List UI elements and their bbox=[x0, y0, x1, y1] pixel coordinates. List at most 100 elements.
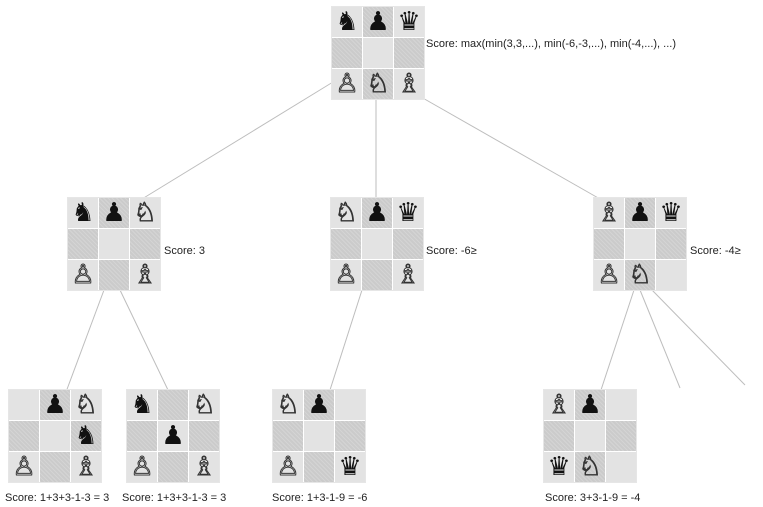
board-square: ♟ bbox=[625, 198, 655, 228]
board-square bbox=[332, 38, 362, 68]
board-square: ♗ bbox=[71, 452, 101, 482]
board-square: ♗ bbox=[393, 260, 423, 290]
white-knight-icon: ♘ bbox=[74, 390, 98, 420]
board-square: ♙ bbox=[9, 452, 39, 482]
white-bishop-icon: ♗ bbox=[396, 260, 420, 290]
board-square: ♛ bbox=[656, 198, 686, 228]
board-square: ♘ bbox=[575, 452, 605, 482]
edge-c-c3 bbox=[651, 289, 746, 386]
board-square bbox=[304, 452, 334, 482]
board-square bbox=[40, 421, 70, 451]
white-pawn-icon: ♙ bbox=[334, 260, 358, 290]
board-square bbox=[393, 229, 423, 259]
black-queen-icon: ♛ bbox=[396, 198, 420, 228]
board-node-b1: ♘♟ ♙ ♛ bbox=[272, 389, 366, 483]
black-queen-icon: ♛ bbox=[338, 452, 362, 482]
edge-root-a bbox=[141, 81, 334, 200]
board-square: ♙ bbox=[331, 260, 361, 290]
board-square: ♞ bbox=[127, 390, 157, 420]
board-square bbox=[362, 260, 392, 290]
board-square bbox=[273, 421, 303, 451]
board-square: ♗ bbox=[594, 198, 624, 228]
white-pawn-icon: ♙ bbox=[71, 260, 95, 290]
board-square bbox=[594, 229, 624, 259]
board-square bbox=[363, 38, 393, 68]
board-square bbox=[606, 390, 636, 420]
board-square bbox=[68, 229, 98, 259]
black-knight-icon: ♞ bbox=[74, 421, 98, 451]
board-node-a2: ♞ ♘♟♙ ♗ bbox=[126, 389, 220, 483]
board-square bbox=[606, 421, 636, 451]
score-node-b1: Score: 1+3-1-9 = -6 bbox=[272, 492, 368, 504]
score-node-c1: Score: 3+3-1-9 = -4 bbox=[545, 492, 641, 504]
white-knight-icon: ♘ bbox=[276, 390, 300, 420]
board-square: ♗ bbox=[544, 390, 574, 420]
board-square: ♘ bbox=[273, 390, 303, 420]
board-node-b: ♘♟♛ ♙ ♗ bbox=[330, 197, 424, 291]
white-bishop-icon: ♗ bbox=[133, 260, 157, 290]
board-square bbox=[656, 229, 686, 259]
white-pawn-icon: ♙ bbox=[276, 452, 300, 482]
white-bishop-icon: ♗ bbox=[397, 69, 421, 99]
black-pawn-icon: ♟ bbox=[366, 7, 390, 37]
board-square: ♘ bbox=[331, 198, 361, 228]
black-queen-icon: ♛ bbox=[397, 7, 421, 37]
board-square bbox=[99, 260, 129, 290]
board-square: ♘ bbox=[625, 260, 655, 290]
edge-root-c bbox=[420, 96, 601, 200]
white-knight-icon: ♘ bbox=[133, 198, 157, 228]
board-square: ♙ bbox=[68, 260, 98, 290]
board-square bbox=[394, 38, 424, 68]
board-square: ♛ bbox=[335, 452, 365, 482]
black-pawn-icon: ♟ bbox=[628, 198, 652, 228]
white-bishop-icon: ♗ bbox=[597, 198, 621, 228]
black-knight-icon: ♞ bbox=[335, 7, 359, 37]
board-square: ♘ bbox=[71, 390, 101, 420]
white-pawn-icon: ♙ bbox=[335, 69, 359, 99]
white-pawn-icon: ♙ bbox=[130, 452, 154, 482]
black-pawn-icon: ♟ bbox=[307, 390, 331, 420]
white-knight-icon: ♘ bbox=[334, 198, 358, 228]
board-square: ♟ bbox=[575, 390, 605, 420]
black-knight-icon: ♞ bbox=[71, 198, 95, 228]
black-knight-icon: ♞ bbox=[130, 390, 154, 420]
board-square bbox=[158, 452, 188, 482]
score-node-c: Score: -4≥ bbox=[690, 245, 741, 257]
board-square bbox=[362, 229, 392, 259]
score-node-a2: Score: 1+3+3-1-3 = 3 bbox=[122, 492, 227, 504]
board-square: ♛ bbox=[544, 452, 574, 482]
board-square bbox=[606, 452, 636, 482]
white-knight-icon: ♘ bbox=[192, 390, 216, 420]
black-pawn-icon: ♟ bbox=[43, 390, 67, 420]
score-node-a1: Score: 1+3+3-1-3 = 3 bbox=[5, 492, 110, 504]
black-queen-icon: ♛ bbox=[547, 452, 571, 482]
edge-c-c2 bbox=[639, 289, 681, 389]
board-square: ♗ bbox=[189, 452, 219, 482]
board-square: ♘ bbox=[130, 198, 160, 228]
board-square bbox=[189, 421, 219, 451]
board-square: ♘ bbox=[363, 69, 393, 99]
board-square: ♟ bbox=[158, 421, 188, 451]
white-pawn-icon: ♙ bbox=[12, 452, 36, 482]
board-square bbox=[158, 390, 188, 420]
black-queen-icon: ♛ bbox=[659, 198, 683, 228]
black-pawn-icon: ♟ bbox=[102, 198, 126, 228]
board-square: ♛ bbox=[393, 198, 423, 228]
white-knight-icon: ♘ bbox=[578, 452, 602, 482]
board-node-a: ♞♟♘ ♙ ♗ bbox=[67, 197, 161, 291]
edge-a-a2 bbox=[119, 289, 169, 391]
white-bishop-icon: ♗ bbox=[74, 452, 98, 482]
white-bishop-icon: ♗ bbox=[192, 452, 216, 482]
board-square: ♘ bbox=[189, 390, 219, 420]
board-square bbox=[127, 421, 157, 451]
board-square: ♟ bbox=[99, 198, 129, 228]
white-knight-icon: ♘ bbox=[366, 69, 390, 99]
black-pawn-icon: ♟ bbox=[161, 421, 185, 451]
board-square bbox=[575, 421, 605, 451]
black-pawn-icon: ♟ bbox=[578, 390, 602, 420]
board-node-c1: ♗♟ ♛♘ bbox=[543, 389, 637, 483]
board-square: ♟ bbox=[362, 198, 392, 228]
edge-a-a1 bbox=[65, 289, 105, 393]
score-node-a: Score: 3 bbox=[164, 245, 205, 257]
